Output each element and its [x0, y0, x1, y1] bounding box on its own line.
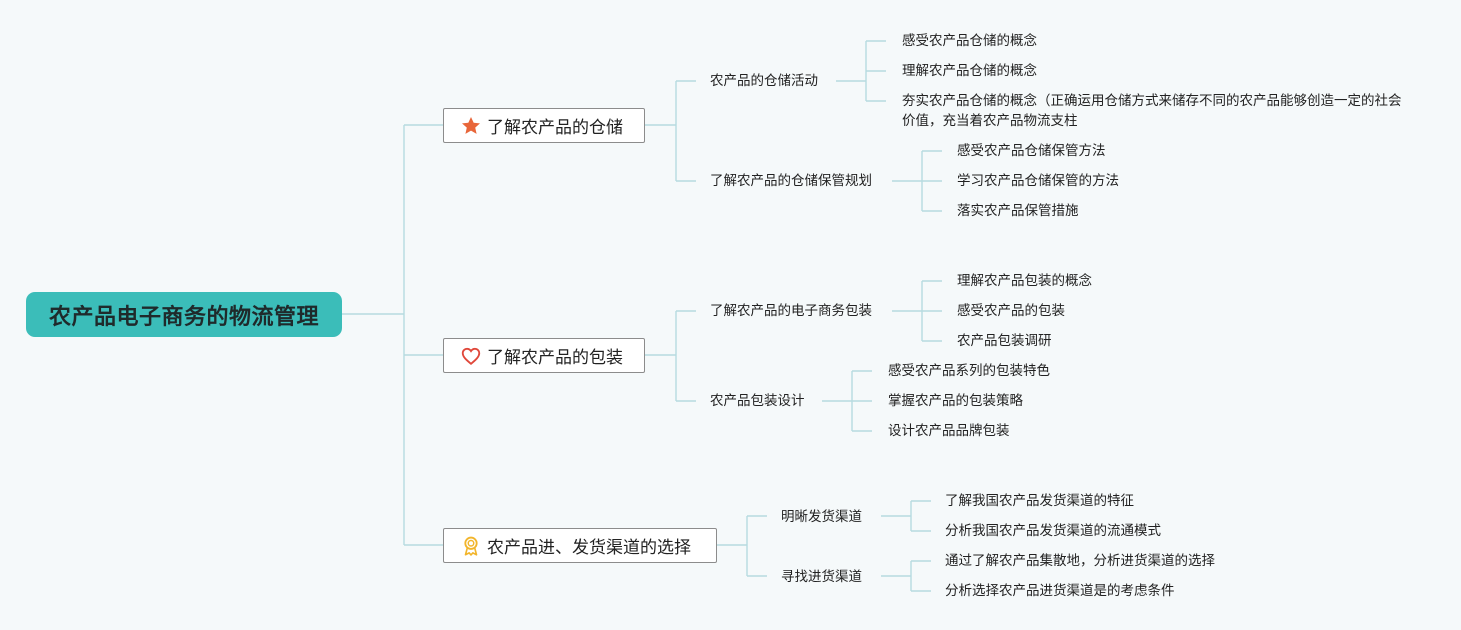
leaf-topic[interactable]: 落实农产品保管措施	[957, 203, 1079, 219]
branch-topic-label: 农产品进、发货渠道的选择	[487, 538, 691, 558]
heart-icon	[460, 345, 482, 367]
leaf-topic[interactable]: 夯实农产品仓储的概念（正确运用仓储方式来储存不同的农产品能够创造一定的社会价值，…	[902, 93, 1402, 129]
leaf-topic[interactable]: 设计农产品品牌包装	[888, 423, 1010, 439]
leaf-topic[interactable]: 通过了解农产品集散地，分析进货渠道的选择	[945, 553, 1215, 569]
subtopic-purchase-channel[interactable]: 寻找进货渠道	[781, 569, 862, 585]
leaf-topic[interactable]: 分析选择农产品进货渠道是的考虑条件	[945, 583, 1175, 599]
leaf-topic[interactable]: 掌握农产品的包装策略	[888, 393, 1023, 409]
branch-topic-channels[interactable]: 农产品进、发货渠道的选择	[443, 528, 717, 563]
subtopic-shipping-channel[interactable]: 明晰发货渠道	[781, 509, 862, 525]
branch-topic-label: 了解农产品的仓储	[487, 118, 623, 138]
leaf-topic[interactable]: 分析我国农产品发货渠道的流通模式	[945, 523, 1161, 539]
award-ribbon-icon	[460, 535, 482, 557]
subtopic-storage-planning[interactable]: 了解农产品的仓储保管规划	[710, 173, 872, 189]
leaf-topic[interactable]: 感受农产品仓储的概念	[902, 33, 1037, 49]
leaf-topic[interactable]: 感受农产品系列的包装特色	[888, 363, 1050, 379]
leaf-topic[interactable]: 感受农产品的包装	[957, 303, 1065, 319]
subtopic-storage-activity[interactable]: 农产品的仓储活动	[710, 73, 818, 89]
branch-topic-storage[interactable]: 了解农产品的仓储	[443, 108, 645, 143]
star-icon	[460, 115, 482, 137]
leaf-topic[interactable]: 理解农产品仓储的概念	[902, 63, 1037, 79]
leaf-topic[interactable]: 农产品包装调研	[957, 333, 1052, 349]
root-topic[interactable]: 农产品电子商务的物流管理	[26, 292, 342, 337]
leaf-topic[interactable]: 感受农产品仓储保管方法	[957, 143, 1106, 159]
leaf-topic[interactable]: 学习农产品仓储保管的方法	[957, 173, 1119, 189]
leaf-topic[interactable]: 了解我国农产品发货渠道的特征	[945, 493, 1134, 509]
leaf-topic[interactable]: 理解农产品包装的概念	[957, 273, 1092, 289]
subtopic-ecommerce-packaging[interactable]: 了解农产品的电子商务包装	[710, 303, 872, 319]
branch-topic-packaging[interactable]: 了解农产品的包装	[443, 338, 645, 373]
root-topic-label: 农产品电子商务的物流管理	[48, 304, 319, 330]
subtopic-packaging-design[interactable]: 农产品包装设计	[710, 393, 805, 409]
branch-topic-label: 了解农产品的包装	[487, 348, 623, 368]
